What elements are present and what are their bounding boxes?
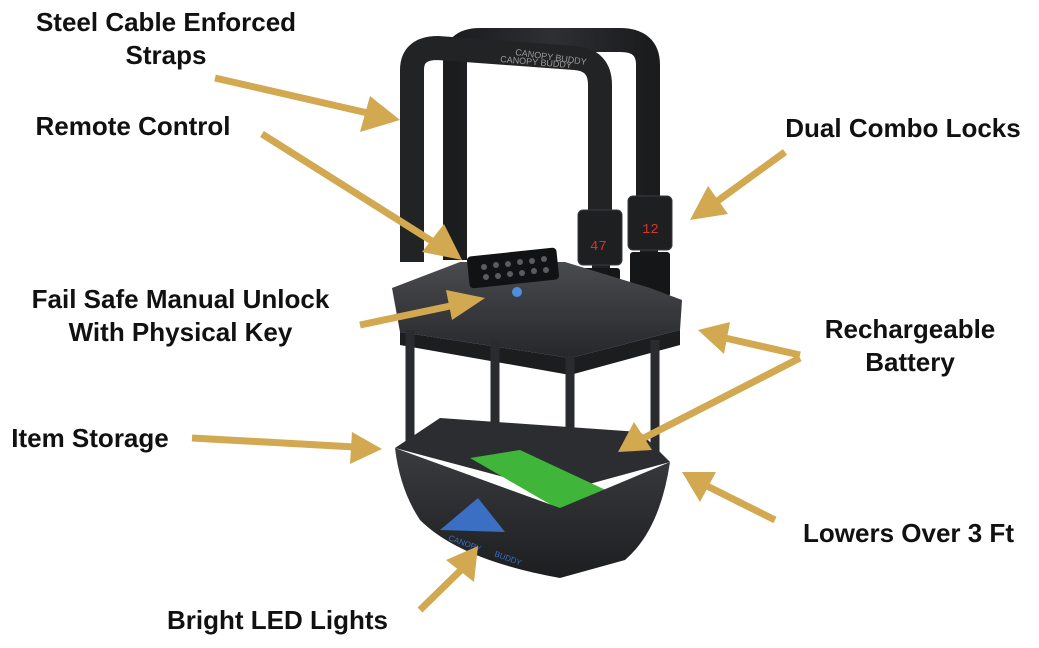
canopy-buddy-logo [440,498,505,532]
key-slot [512,287,522,297]
top-housing [392,247,682,375]
callout-led: Bright LED Lights [150,604,405,637]
arrow-locks [709,149,788,208]
combo-lock-left [577,209,623,266]
callout-straps-line2: Straps [125,40,207,70]
arrow-storage [191,434,356,451]
callout-straps-line1: Steel Cable Enforced [35,7,297,37]
green-floor [470,450,610,510]
callout-lowers: Lowers Over 3 Ft [786,517,1031,550]
callout-arrows [191,74,802,613]
lock-left-digits: 47 [590,239,607,255]
arrow-unlock [359,301,456,329]
callout-led-line1: Bright LED Lights [167,605,388,635]
callout-locks-line1: Dual Combo Locks [785,113,1021,143]
callout-unlock: Fail Safe Manual Unlock With Physical Ke… [8,283,353,349]
callout-remote-line1: Remote Control [35,111,231,141]
callout-unlock-line1: Fail Safe Manual Unlock [31,284,330,314]
arrow-straps [214,74,373,118]
remote-control [466,247,560,289]
callout-storage: Item Storage [0,422,180,455]
arrow-lowers [703,481,777,524]
callout-unlock-line2: With Physical Key [68,317,293,347]
combo-lock-right [627,195,673,251]
callout-lowers-line1: Lowers Over 3 Ft [803,518,1014,548]
storage-bin: CANOPY BUDDY [395,418,670,578]
callout-battery: Rechargeable Battery [810,313,1010,379]
arrow-battery-1 [724,334,801,359]
callout-storage-line1: Item Storage [11,423,169,453]
callout-remote: Remote Control [18,110,248,143]
arrow-battery-2 [638,354,802,444]
callout-straps: Steel Cable Enforced Straps [16,6,316,72]
callout-battery-line1: Rechargeable [824,314,996,344]
callout-locks: Dual Combo Locks [768,112,1038,145]
callout-battery-line2: Battery [865,347,955,377]
arrow-remote [260,131,440,248]
lock-right-digits: 12 [642,222,659,238]
arrow-led [417,565,466,613]
